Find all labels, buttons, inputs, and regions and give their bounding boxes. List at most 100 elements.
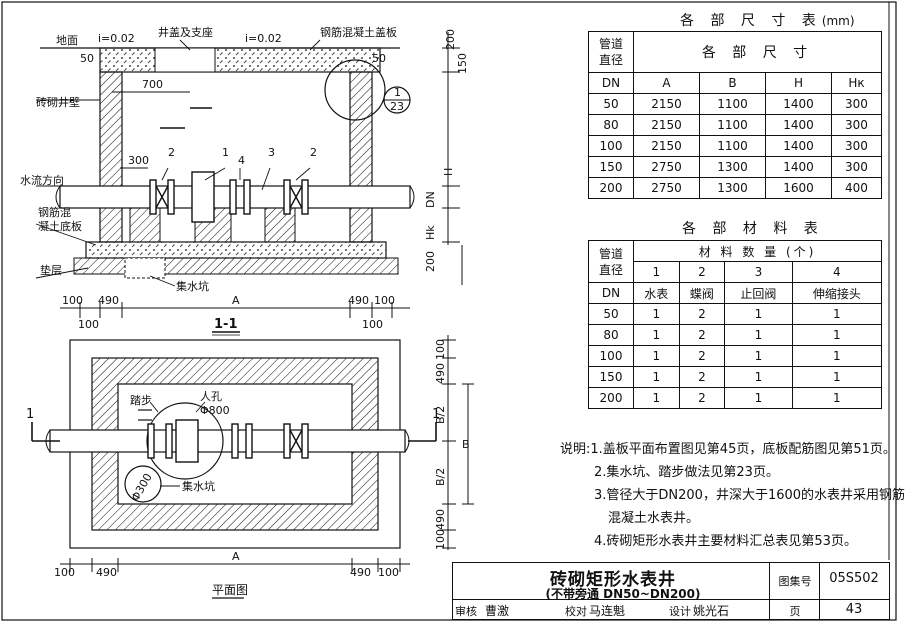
size-header-pipe: 管道 直径: [588, 31, 634, 73]
plan-dim-490-b: 490: [350, 566, 371, 579]
dim-100-a: 100: [62, 294, 83, 307]
tb-designer: 姚光石: [693, 604, 730, 618]
mat-name-butterfly: 蝶阀: [678, 282, 726, 304]
cut-mark-left: 1: [26, 407, 34, 422]
cell: 1: [724, 387, 793, 409]
callout-number: 1: [394, 86, 401, 99]
cell: 1600: [764, 177, 832, 199]
tb-review-label: 审核: [455, 605, 477, 618]
plan-sump: 集水坑: [182, 479, 215, 493]
note-line-2: 2.集水坑、踏步做法见第23页。: [594, 465, 779, 480]
note-line-1: 说明:1.盖板平面布置图见第45页，底板配筋图见第51页。: [560, 438, 896, 461]
note-line-5: 4.砖砌矩形水表井主要材料汇总表见第53页。: [594, 534, 857, 549]
cell: 1: [633, 345, 680, 367]
label-rc-bottom-2: 凝土底板: [38, 219, 82, 233]
cell: 1: [633, 324, 680, 346]
size-col-h: H: [764, 72, 832, 94]
plan-dim-100-a: 100: [54, 566, 75, 579]
tb-page-label: 页: [789, 605, 801, 618]
plan-dim-490-top: 490: [434, 363, 447, 384]
cell: 400: [830, 177, 883, 199]
cell: 2: [678, 303, 726, 325]
cell: 1400: [764, 156, 832, 178]
notes: 说明:1.盖板平面布置图见第45页，底板配筋图见第51页。 2.集水坑、踏步做法…: [560, 438, 905, 553]
plan-dim-b2-top: B/2: [434, 406, 447, 424]
mat-table-title: 各 部 材 料 表: [682, 221, 824, 237]
dim-50-right: 50: [372, 52, 386, 65]
label-cover-support: 井盖及支座: [158, 25, 213, 39]
size-table-title-text: 各 部 尺 寸 表: [680, 13, 822, 29]
tb-subtitle: (不带旁通 DN50~DN200): [545, 587, 701, 601]
tb-atlas-label: 图集号: [778, 575, 812, 588]
size-col-hk: Hк: [830, 72, 883, 94]
cell: 1400: [764, 135, 832, 157]
mat-num-2: 2: [678, 261, 726, 283]
label-sump: 集水坑: [176, 279, 209, 293]
plan-dim-b: B: [462, 438, 470, 451]
section-view: [35, 32, 463, 336]
cell: 1: [791, 303, 883, 325]
plan-dim-100-b: 100: [378, 566, 399, 579]
cell: 2750: [633, 177, 700, 199]
plan-view: [31, 335, 474, 599]
mat-header-pipe-2: 直径: [598, 262, 623, 277]
cell: 200: [588, 177, 634, 199]
cell: 50: [588, 303, 634, 325]
tb-divider: [453, 599, 889, 600]
dim-490-b: 490: [348, 294, 369, 307]
item-4: 4: [238, 154, 245, 167]
cell: 2: [678, 345, 726, 367]
cell: 50: [588, 93, 634, 115]
mat-header-dn: DN: [588, 282, 634, 304]
cell: 200: [588, 387, 634, 409]
title-block: 砖砌矩形水表井 (不带旁通 DN50~DN200) 图集号 05S502 审核 …: [452, 562, 890, 620]
plan-step: 踏步: [130, 393, 152, 407]
item-3: 3: [268, 146, 275, 159]
mat-header-pipe: 管道 直径: [588, 240, 634, 283]
dim-100-d: 100: [362, 318, 383, 331]
note-1: 1.盖板平面布置图见第45页，底板配筋图见第51页。: [590, 442, 896, 457]
dim-150: 150: [456, 53, 469, 74]
cell: 1: [791, 387, 883, 409]
cell: 1300: [698, 156, 766, 178]
dim-100-b: 100: [78, 318, 99, 331]
cut-mark-right: 1: [432, 407, 440, 422]
dim-700: 700: [142, 78, 163, 91]
cell: 150: [588, 156, 634, 178]
plan-title: 平面图: [212, 583, 248, 597]
size-table-title: 各 部 尺 寸 表(mm): [680, 10, 855, 30]
dim-50-left: 50: [80, 52, 94, 65]
dim-100-c: 100: [374, 294, 395, 307]
material-table: 管道 直径 材 料 数 量 (个) 1 2 3 4 DN 水表 蝶阀 止回阀 伸…: [588, 240, 883, 409]
plan-dim-490-a: 490: [96, 566, 117, 579]
dim-a: A: [232, 294, 240, 307]
cell: 300: [830, 114, 883, 136]
size-header-pipe-2: 直径: [598, 53, 623, 67]
cell: 80: [588, 324, 634, 346]
tb-check-label: 校对: [565, 605, 587, 618]
cell: 2750: [633, 156, 700, 178]
size-col-b: B: [698, 72, 766, 94]
cell: 1400: [764, 114, 832, 136]
dim-200-bottom: 200: [424, 251, 437, 272]
cell: 1300: [698, 177, 766, 199]
label-flow-direction: 水流方向: [20, 173, 64, 187]
cell: 300: [830, 156, 883, 178]
plan-dim-490-bottom: 490: [434, 509, 447, 530]
label-slope-left: i=0.02: [98, 32, 135, 45]
item-2b: 2: [310, 146, 317, 159]
cell: 1100: [698, 93, 766, 115]
cell: 300: [830, 135, 883, 157]
cell: 2: [678, 387, 726, 409]
cell: 2150: [633, 114, 700, 136]
cell: 80: [588, 114, 634, 136]
size-header-dn: DN: [588, 72, 634, 94]
tb-atlas-no: 05S502: [829, 571, 879, 586]
